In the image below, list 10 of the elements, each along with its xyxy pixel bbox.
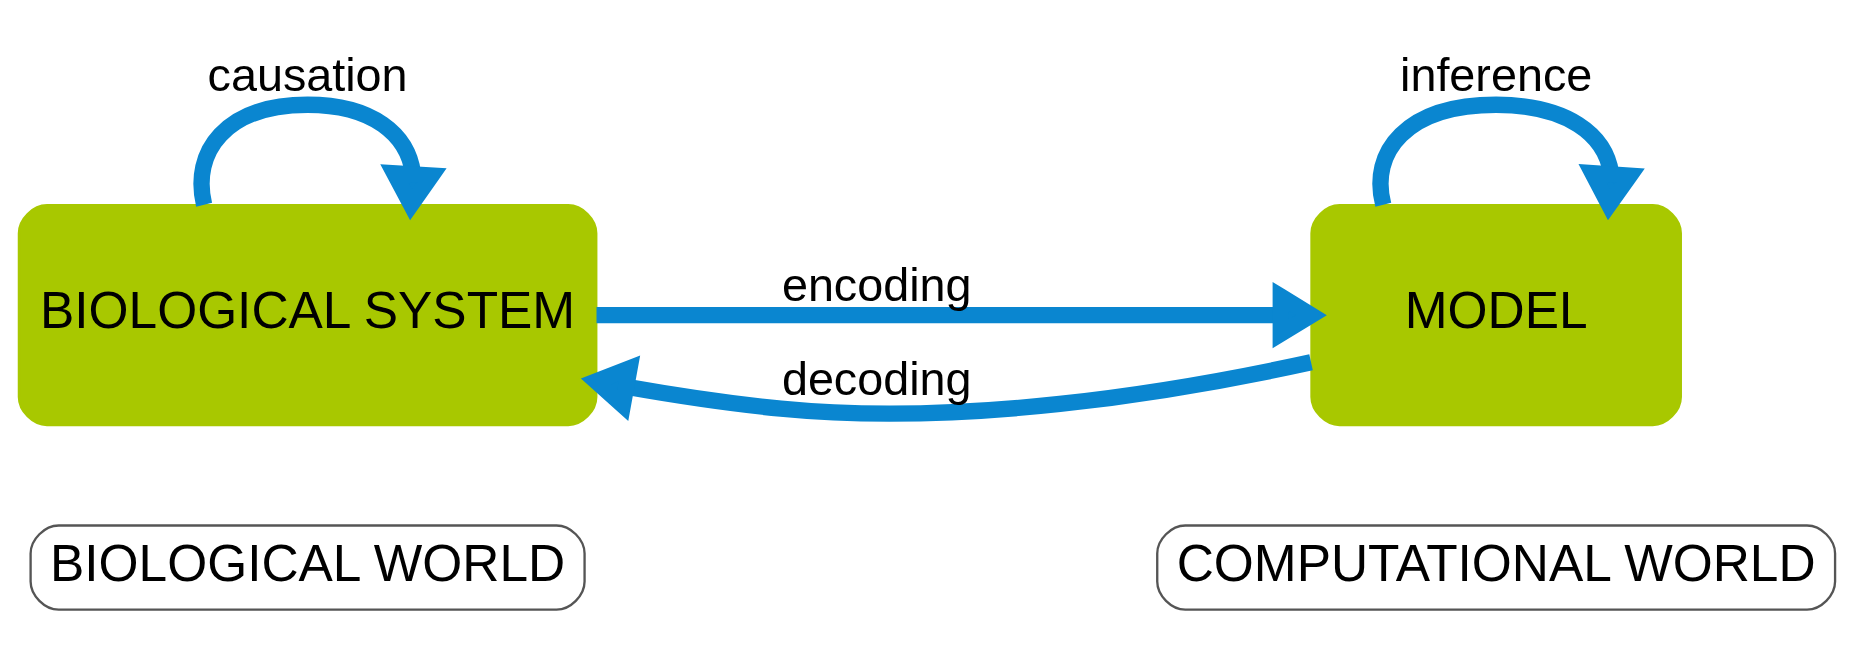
node-box: MODEL	[1310, 203, 1682, 426]
edge-label: decoding	[781, 352, 972, 405]
node-box: COMPUTATIONAL WORLD	[1156, 523, 1837, 611]
edge-label: causation	[207, 48, 408, 101]
edge-label: inference	[1400, 48, 1593, 101]
arrow	[580, 353, 1313, 422]
node-box: BIOLOGICAL WORLD	[29, 523, 586, 611]
arrow	[596, 281, 1327, 348]
edge-label: encoding	[781, 258, 972, 311]
node-box: BIOLOGICAL SYSTEM	[17, 203, 598, 426]
